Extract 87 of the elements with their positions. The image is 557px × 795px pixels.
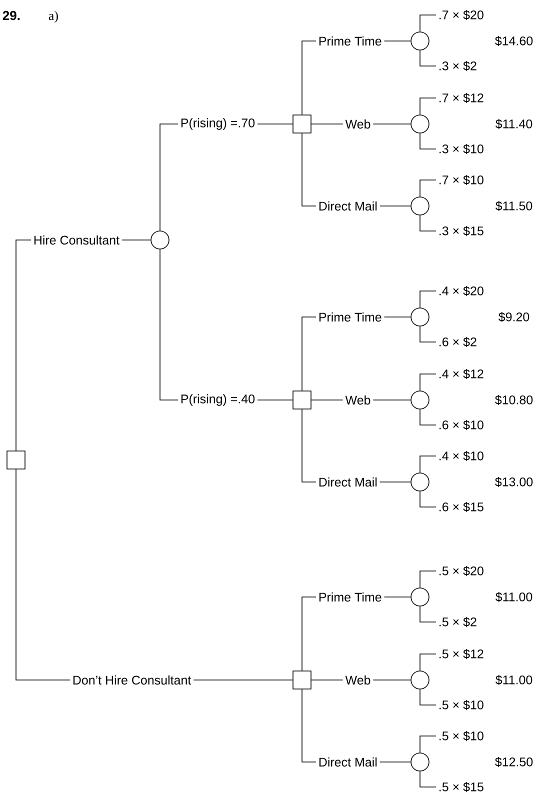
chance-circle bbox=[410, 670, 430, 690]
tree-line bbox=[420, 570, 436, 588]
expected-value: $11.40 bbox=[496, 118, 532, 130]
branch-label: Direct Mail bbox=[319, 201, 377, 211]
branch-label: P(rising) =.70 bbox=[181, 118, 255, 130]
outcome-label: .4 × $20 bbox=[440, 286, 484, 296]
tree-line bbox=[420, 654, 436, 671]
branch-label: P(rising) =.40 bbox=[181, 394, 255, 406]
expected-value: $10.80 bbox=[495, 394, 533, 406]
outcome-label: .5 × $12 bbox=[440, 648, 484, 660]
outcome-label: .4 × $12 bbox=[440, 368, 484, 380]
chance-circle bbox=[150, 230, 170, 250]
expected-value: $14.60 bbox=[495, 36, 533, 46]
tree-line bbox=[302, 689, 316, 762]
tree-line bbox=[16, 240, 32, 451]
outcome-label: .3 × $2 bbox=[440, 60, 476, 72]
tree-line bbox=[302, 316, 316, 391]
tree-line bbox=[16, 469, 70, 680]
tree-line bbox=[420, 290, 436, 308]
branch-label: Direct Mail bbox=[319, 477, 377, 487]
tree-line bbox=[420, 14, 436, 32]
tree-line bbox=[420, 771, 436, 788]
outcome-label: .3 × $15 bbox=[440, 226, 484, 236]
tree-line bbox=[420, 736, 436, 753]
tree-line bbox=[384, 40, 411, 42]
tree-line bbox=[420, 606, 436, 622]
chance-circle bbox=[410, 390, 430, 410]
part-label: a) bbox=[48, 10, 58, 23]
outcome-label: .7 × $20 bbox=[440, 10, 484, 20]
tree-line bbox=[420, 491, 436, 508]
expected-value: $12.50 bbox=[495, 756, 533, 768]
decision-square bbox=[292, 670, 312, 690]
outcome-label: .6 × $10 bbox=[440, 420, 484, 430]
tree-line bbox=[420, 133, 436, 150]
branch-label: Don’t Hire Consultant bbox=[73, 675, 192, 685]
outcome-label: .7 × $10 bbox=[440, 174, 484, 186]
tree-line bbox=[420, 215, 436, 232]
tree-line bbox=[420, 50, 436, 66]
branch-label: Hire Consultant bbox=[34, 235, 120, 245]
tree-line bbox=[420, 456, 436, 473]
chance-circle bbox=[410, 196, 430, 216]
tree-line bbox=[420, 374, 436, 391]
tree-line bbox=[302, 133, 316, 206]
decision-square bbox=[292, 390, 312, 410]
chance-circle bbox=[410, 588, 430, 606]
branch-label: Direct Mail bbox=[319, 757, 377, 767]
chance-circle bbox=[410, 752, 430, 772]
tree-line bbox=[420, 180, 436, 197]
expected-value: $9.20 bbox=[498, 312, 530, 322]
chance-circle bbox=[410, 32, 430, 50]
branch-label: Prime Time bbox=[319, 312, 382, 322]
tree-line bbox=[302, 40, 316, 115]
tree-line bbox=[420, 98, 436, 115]
chance-circle bbox=[410, 472, 430, 492]
branch-label: Prime Time bbox=[319, 592, 382, 602]
branch-label: Web bbox=[345, 119, 370, 129]
tree-line bbox=[384, 316, 411, 318]
tree-line bbox=[384, 596, 411, 598]
expected-value: $13.00 bbox=[495, 476, 533, 488]
outcome-label: .6 × $15 bbox=[440, 502, 484, 512]
outcome-label: .5 × $15 bbox=[440, 782, 484, 792]
expected-value: $11.50 bbox=[496, 200, 532, 212]
tree-line bbox=[420, 409, 436, 426]
chance-circle bbox=[410, 308, 430, 326]
branch-label: Prime Time bbox=[319, 36, 382, 46]
outcome-label: .3 × $10 bbox=[440, 144, 484, 154]
outcome-label: .5 × $2 bbox=[440, 616, 476, 628]
outcome-label: .7 × $12 bbox=[440, 92, 484, 104]
branch-label: Web bbox=[345, 395, 370, 405]
branch-label: Web bbox=[345, 675, 370, 685]
tree-line bbox=[420, 689, 436, 706]
outcome-label: .6 × $2 bbox=[440, 336, 476, 348]
chance-circle bbox=[410, 114, 430, 134]
tree-line bbox=[302, 409, 316, 482]
question-number: 29. bbox=[2, 10, 20, 20]
outcome-label: .5 × $20 bbox=[440, 566, 484, 576]
tree-line bbox=[160, 249, 178, 400]
outcome-label: .5 × $10 bbox=[440, 730, 484, 742]
decision-square bbox=[6, 450, 26, 470]
tree-line bbox=[302, 596, 316, 671]
tree-line bbox=[420, 326, 436, 342]
outcome-label: .4 × $10 bbox=[440, 450, 484, 462]
tree-line bbox=[160, 124, 178, 231]
decision-square bbox=[292, 114, 312, 134]
expected-value: $11.00 bbox=[496, 592, 532, 602]
outcome-label: .5 × $10 bbox=[440, 700, 484, 710]
expected-value: $11.00 bbox=[496, 674, 532, 686]
